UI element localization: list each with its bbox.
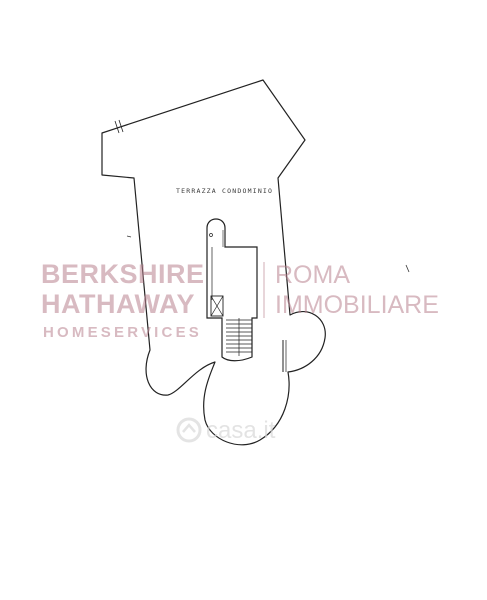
watermark-immobiliare: IMMOBILIARE (275, 291, 439, 319)
dash-mark (405, 264, 410, 273)
stair-core (206, 218, 258, 362)
tick-mark (114, 120, 120, 134)
watermark-roma: ROMA (275, 261, 350, 289)
elevator-cross (210, 295, 224, 317)
terrace-outline (101, 79, 326, 446)
stair-treads (226, 318, 252, 356)
elevator-dot (209, 233, 213, 237)
watermark-hathaway: HATHAWAY (41, 289, 195, 319)
house-pin-icon (176, 417, 202, 443)
watermark-homeservices: HOMESERVICES (43, 324, 202, 341)
casa-text: casa.it (206, 417, 276, 444)
casa-watermark: casa.it (176, 417, 276, 444)
elevator-shaft (210, 295, 224, 317)
watermark-berkshire: BERKSHIRE (41, 259, 205, 289)
tick-mark (118, 119, 124, 133)
terrace-label: TERRAZZA CONDOMINIO (176, 187, 273, 195)
dash-mark (126, 235, 132, 238)
berkshire-watermark: BERKSHIRE HATHAWAY HOMESERVICES ROMA IMM… (41, 259, 439, 341)
